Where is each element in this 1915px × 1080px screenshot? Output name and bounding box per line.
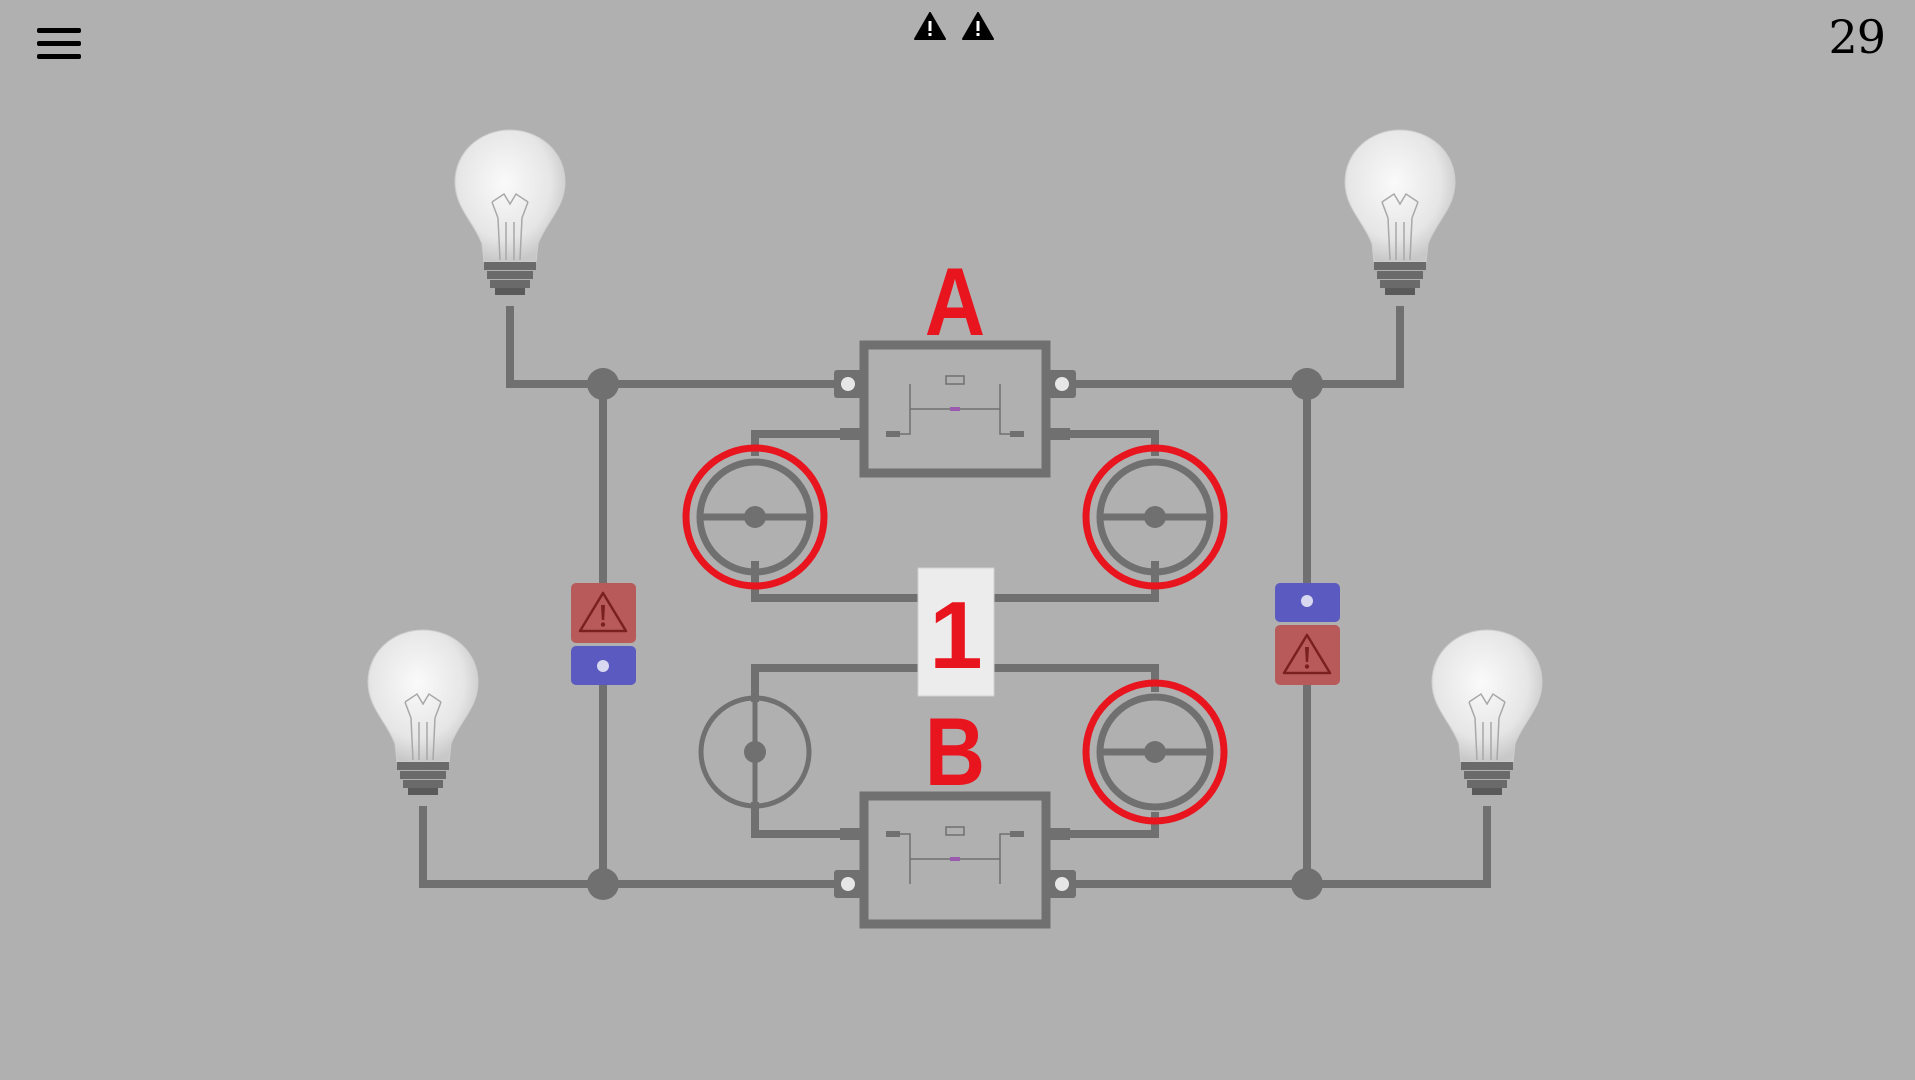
box-a-label: A [925,248,985,356]
toggle-right[interactable] [1275,583,1340,685]
bulb-top-left [454,129,566,296]
valve-bottom-left[interactable] [698,695,812,809]
bulb-bottom-left [367,629,479,796]
level-number: 29 [1828,10,1886,64]
warning-icon [914,12,946,40]
valve-top-right[interactable] [1082,444,1228,590]
warning-icon [962,12,994,40]
valve-top-left[interactable] [682,444,828,590]
valve-bottom-right[interactable] [1082,679,1228,825]
warning-indicators [914,12,994,44]
counter-value: 1 [929,582,982,689]
bulb-bottom-right [1431,629,1543,796]
junctions [587,368,1323,900]
box-b-label: B [925,698,985,806]
box-b[interactable] [834,791,1076,929]
box-a[interactable] [834,340,1076,478]
bulb-top-right [1344,129,1456,296]
center-counter[interactable]: 1 [755,567,995,697]
toggle-left[interactable] [571,583,636,685]
hamburger-menu-icon[interactable] [34,26,84,66]
